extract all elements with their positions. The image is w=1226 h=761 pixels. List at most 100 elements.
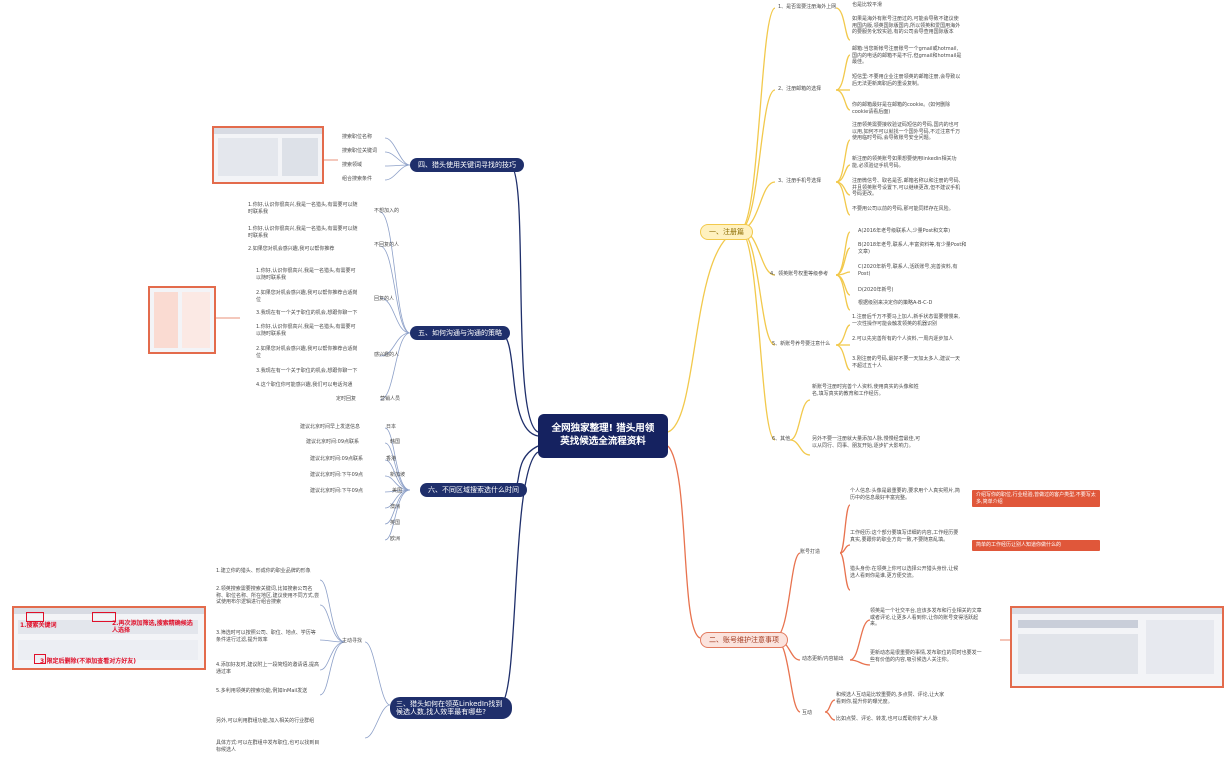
annotation-filter: 2.再次添加筛选,搜索精确候选人选择	[112, 620, 193, 634]
b1-sub6[interactable]: 6、其他	[772, 436, 791, 442]
b1-sub3[interactable]: 3、注册手机号选择	[778, 178, 822, 184]
b5-group3-note2: 2.如果您对机会感兴趣,我可以帮你推荐合适岗位	[256, 290, 358, 303]
screenshot-block	[1146, 620, 1214, 674]
b2-sub1-note3: 猎头身份:在领英上你可以选择公开猎头身份,让候选人看到你是谁,更方便交流。	[850, 566, 959, 579]
b1-sub5[interactable]: 5、新账号养号要注意什么	[772, 341, 831, 347]
b1-sub5-note3: 3.刚注册的号码,最好不要一天加太多人,建议一天不超过五十人	[852, 356, 960, 369]
b2-sub3[interactable]: 互动	[802, 710, 813, 716]
annotation-box	[92, 612, 116, 622]
center-title-line2: 英找候选全流程资料	[560, 436, 646, 447]
b5-group4-note4: 4.这个职位你可能感兴趣,我们可以电话沟通	[256, 382, 353, 388]
annotation-limit: 3.限定后删除(不添加查看对方好友)	[40, 658, 136, 665]
b1-sub4-note5: 根据级别来决定你的策略A-B-C-D	[858, 300, 933, 306]
b2-red-note2: 简单的工作经历让别人知道你做什么的	[972, 540, 1100, 551]
linkedin-profile-screenshot	[1010, 606, 1224, 688]
b5-group3-note1: 1.你好,认识你很高兴,我是一名猎头,有需要可以随时联系我	[256, 268, 356, 281]
screenshot-block	[154, 292, 178, 348]
annotation-search-keyword: 1.搜索关键词	[20, 622, 57, 629]
b5-group4-note2: 2.如果您对机会感兴趣,我可以帮你推荐合适岗位	[256, 346, 358, 359]
screenshot-toolbar	[214, 128, 322, 134]
b3-sub1-note3: 3.筛选时可以按照公司、职位、地点、学历等条件进行过滤,提升效率	[216, 630, 316, 643]
b2-sub1[interactable]: 账号打造	[800, 549, 821, 555]
b1-sub3-note3: 注册微信号、取名是否,邮箱名称以和注册的号码,并且领英账号设置下,可以继续更改,…	[852, 178, 961, 197]
b2-sub2-note2: 更新动态是很重要的事情,发布职位的同时也要发一些有价值的内容,吸引候选人关注你。	[870, 650, 982, 663]
b5-group2-note1: 1.你好,认识你很高兴,我是一名猎头,有需要可以随时联系我	[248, 226, 358, 239]
screenshot-block	[18, 640, 198, 660]
branch-keyword-tips[interactable]: 四、猎头使用关键词寻找的技巧	[410, 158, 524, 172]
screenshot-toolbar	[1012, 608, 1222, 614]
b5-group5-title[interactable]: 营销人员	[380, 396, 401, 402]
b1-sub4[interactable]: 4、领英账号权重等级参考	[770, 271, 829, 277]
b2-sub3-note1: 和候选人互动是比较重要的,多点赞、评论,让大家看到你,提升你的曝光度。	[836, 692, 945, 705]
b6-item2-region[interactable]: 韩国	[390, 439, 401, 445]
b6-item7-region[interactable]: 英国	[390, 520, 401, 526]
b5-group1-title[interactable]: 不想加入的	[374, 208, 400, 214]
b1-sub2-note1: 邮箱:当您新帐号注册账号一个gmail或hotmail,国内的电话的邮箱不是不行…	[852, 46, 962, 65]
b6-item1-note: 建议北京时间早上发送信息	[300, 424, 361, 430]
b5-group1-note1: 1.你好,认识你很高兴,我是一名猎头,有需要可以随时联系我	[248, 202, 358, 215]
b5-group4-note1: 1.你好,认识你很高兴,我是一名猎头,有需要可以随时联系我	[256, 324, 356, 337]
b6-item1-region[interactable]: 日本	[386, 424, 397, 430]
b4-item2[interactable]: 搜索职位关键词	[342, 148, 378, 154]
b2-sub3-note2: 比如点赞、评论、转发,也可以帮助你扩大人脉	[836, 716, 938, 722]
b6-item4-note: 建议北京时间:下午09点	[310, 472, 364, 478]
b5-group3-note3: 3.我现在有一个关于职位的机会,想跟你聊一下	[256, 310, 358, 316]
b3-sub1-note4: 4.添加好友时,建议附上一段简短的邀请语,提高通过率	[216, 662, 319, 675]
branch-region-timing[interactable]: 六、不同区域搜索选什么时间	[420, 483, 527, 497]
b1-sub4-note4: D(2020年新号)	[858, 287, 894, 293]
b4-item4[interactable]: 组合搜索条件	[342, 176, 373, 182]
b5-group2-title[interactable]: 不回复的人	[374, 242, 400, 248]
annotation-box	[26, 612, 44, 622]
b3-sub2-note2: 具体方式:可以在群组中发布职位,也可以找到目标候选人	[216, 740, 320, 753]
keyword-screenshot	[212, 126, 324, 184]
b1-sub3-note1: 注册领英需要接收验证码短信的号码,国内的也可以用,如何不可以就找一个国外号码,不…	[852, 122, 961, 141]
annotation-box	[34, 654, 46, 664]
b6-item5-note: 建议北京时间:下午09点	[310, 488, 364, 494]
b1-sub4-note1: A(2016年老号级联系人,少量Post和文章)	[858, 228, 951, 234]
b5-group3-title[interactable]: 回复的人	[374, 296, 395, 302]
center-topic[interactable]: 全网独家整理! 猎头用领 英找候选全流程资料	[538, 414, 668, 458]
b4-item3[interactable]: 搜索领域	[342, 162, 363, 168]
center-title-line1: 全网独家整理! 猎头用领	[551, 423, 655, 434]
b1-sub3-note4: 不要用公司以前的号码,那可能同样存在风险。	[852, 206, 954, 212]
communication-screenshot	[148, 286, 216, 354]
linkedin-search-screenshot	[12, 606, 206, 670]
b1-sub2-note2: 短信里:不要用企业注册领英的邮箱注册,会导致以后无法更新离职后的重设复制。	[852, 74, 961, 87]
branch-register[interactable]: 一、注册篇	[700, 224, 753, 240]
b2-sub1-note1: 个人信息:头像是最重要的,要求用个人真实照片,简历中的信息最好丰富完整。	[850, 488, 960, 501]
b6-item2-note: 建议北京时间:09点联系	[306, 439, 360, 445]
b6-item8-region[interactable]: 欧洲	[390, 536, 401, 542]
b1-sub2[interactable]: 2、注册邮箱的选择	[778, 86, 822, 92]
b1-sub4-note2: B(2018年老号,联系人,丰富资料等,有少量Post和文章)	[858, 242, 967, 255]
b6-item5-region[interactable]: 美国	[392, 488, 403, 494]
b2-sub2-note1: 领英是一个社交平台,应该多发布和行业相关的文章或者评论,让更多人看到你,让你的账…	[870, 608, 982, 627]
screenshot-block	[18, 620, 198, 634]
screenshot-block	[282, 138, 318, 176]
b6-item6-region[interactable]: 澳洲	[390, 504, 401, 510]
b2-red-note1: 介绍写你的职位,行业经验,曾做过的客户类型,不要写太多,简单介绍	[972, 490, 1100, 507]
b3-sub1-note2: 2.领英搜索需要搜索关键词,比如搜索公司名称、职位名称、所在地区,建议使用不同方…	[216, 586, 320, 605]
b6-item4-region[interactable]: 新加坡	[390, 472, 406, 478]
b4-item1[interactable]: 搜索职位名称	[342, 134, 373, 140]
b2-sub1-note2: 工作经历:这个部分要填写详细的内容,工作经历要真实,要跟你的职业方向一致,不要随…	[850, 530, 959, 543]
b5-group4-title[interactable]: 感兴趣的人	[374, 352, 400, 358]
screenshot-block	[182, 292, 210, 348]
b5-group2-note2: 2.如果您对机会感兴趣,我可以帮你推荐	[248, 246, 335, 252]
screenshot-block	[218, 138, 278, 176]
b3-sub1-note1: 1.建立你的猎头、形成你的职业品牌的形象	[216, 568, 311, 574]
b2-sub2[interactable]: 动态更新/内容输出	[802, 656, 844, 662]
b6-item3-region[interactable]: 香港	[386, 456, 397, 462]
b3-sub1-note5: 5.多利用领英的搜索功能,例如InMail发送	[216, 688, 308, 694]
b1-sub1[interactable]: 1、是否需要注册海外上网	[778, 4, 837, 10]
b1-sub5-note1: 1.注册后千万不要马上加人,新手状态需要慢慢来,一次性操作可能会触发领英的机器识…	[852, 314, 960, 327]
b1-sub1-note2: 如果是海外有账号注册过的,可能会导致不建议使用国内版,领英国际版国内,所以领英和…	[852, 16, 961, 35]
b1-sub5-note2: 2.可以先完善所有的个人资料,一周内逐步加人	[852, 336, 954, 342]
b3-sub1[interactable]: 主动寻找	[342, 638, 363, 644]
b5-group4-note3: 3.我现在有一个关于职位的机会,想跟你聊一下	[256, 368, 358, 374]
b1-sub1-note1: 也是比较平滑	[852, 2, 883, 8]
branch-account-maintenance[interactable]: 二、账号维护注意事项	[700, 632, 788, 648]
branch-find-candidates[interactable]: 三、猎头如何在领英LinkedIn找到候选人数,找人效率最有哪些?	[390, 697, 512, 719]
b1-sub2-note3: 你的邮箱最好是在邮箱的cookie。(如何删除cookie请看后面)	[852, 102, 951, 115]
branch-communication[interactable]: 五、如何沟通与沟通的策略	[410, 326, 510, 340]
b5-extra: 定时回复	[336, 396, 357, 402]
